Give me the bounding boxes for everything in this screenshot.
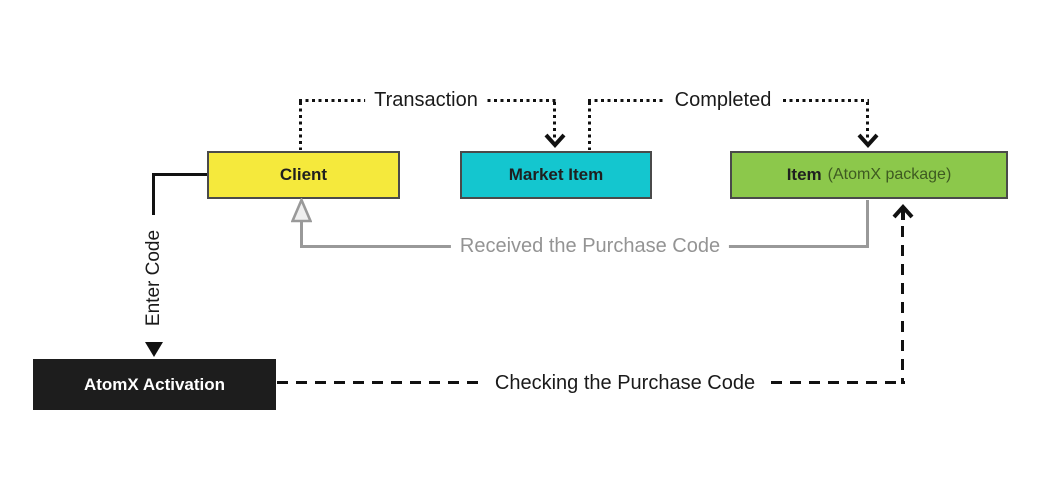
completed-line-up-from-market-item	[588, 102, 591, 150]
client-node-label: Client	[279, 165, 328, 184]
received-purchase-code-label: Received the Purchase Code	[450, 233, 730, 259]
checking-arrow-up-icon	[892, 204, 914, 220]
client-node: Client	[207, 151, 400, 199]
enter-code-arrow-down-icon	[145, 342, 163, 357]
completed-line-down-to-item	[866, 102, 869, 139]
transaction-arrow-down-icon	[544, 133, 566, 148]
enter-code-label: Enter Code	[141, 220, 167, 336]
completed-label: Completed	[665, 87, 781, 113]
enter-code-line-vertical	[152, 173, 155, 215]
item-node-sublabel: (AtomX package)	[827, 166, 952, 183]
atomx-activation-node: AtomX Activation	[33, 359, 276, 410]
completed-arrow-down-icon	[857, 133, 879, 148]
transaction-line-down-to-market-item	[553, 102, 556, 139]
enter-code-line-horizontal	[152, 173, 209, 176]
received-line-up-to-client	[300, 220, 303, 247]
transaction-label: Transaction	[365, 87, 487, 113]
market-item-node: Market Item	[460, 151, 652, 199]
transaction-line-up-from-client	[299, 102, 302, 150]
checking-purchase-code-label: Checking the Purchase Code	[485, 370, 765, 396]
item-node: Item (AtomX package)	[730, 151, 1008, 199]
received-line-down-from-item	[866, 200, 869, 248]
received-arrow-up-hollow-icon	[291, 198, 312, 223]
atomx-activation-node-label: AtomX Activation	[83, 374, 226, 394]
market-item-node-label: Market Item	[508, 165, 604, 184]
item-node-label: Item	[786, 165, 822, 184]
checking-line-up-to-item	[901, 226, 904, 384]
